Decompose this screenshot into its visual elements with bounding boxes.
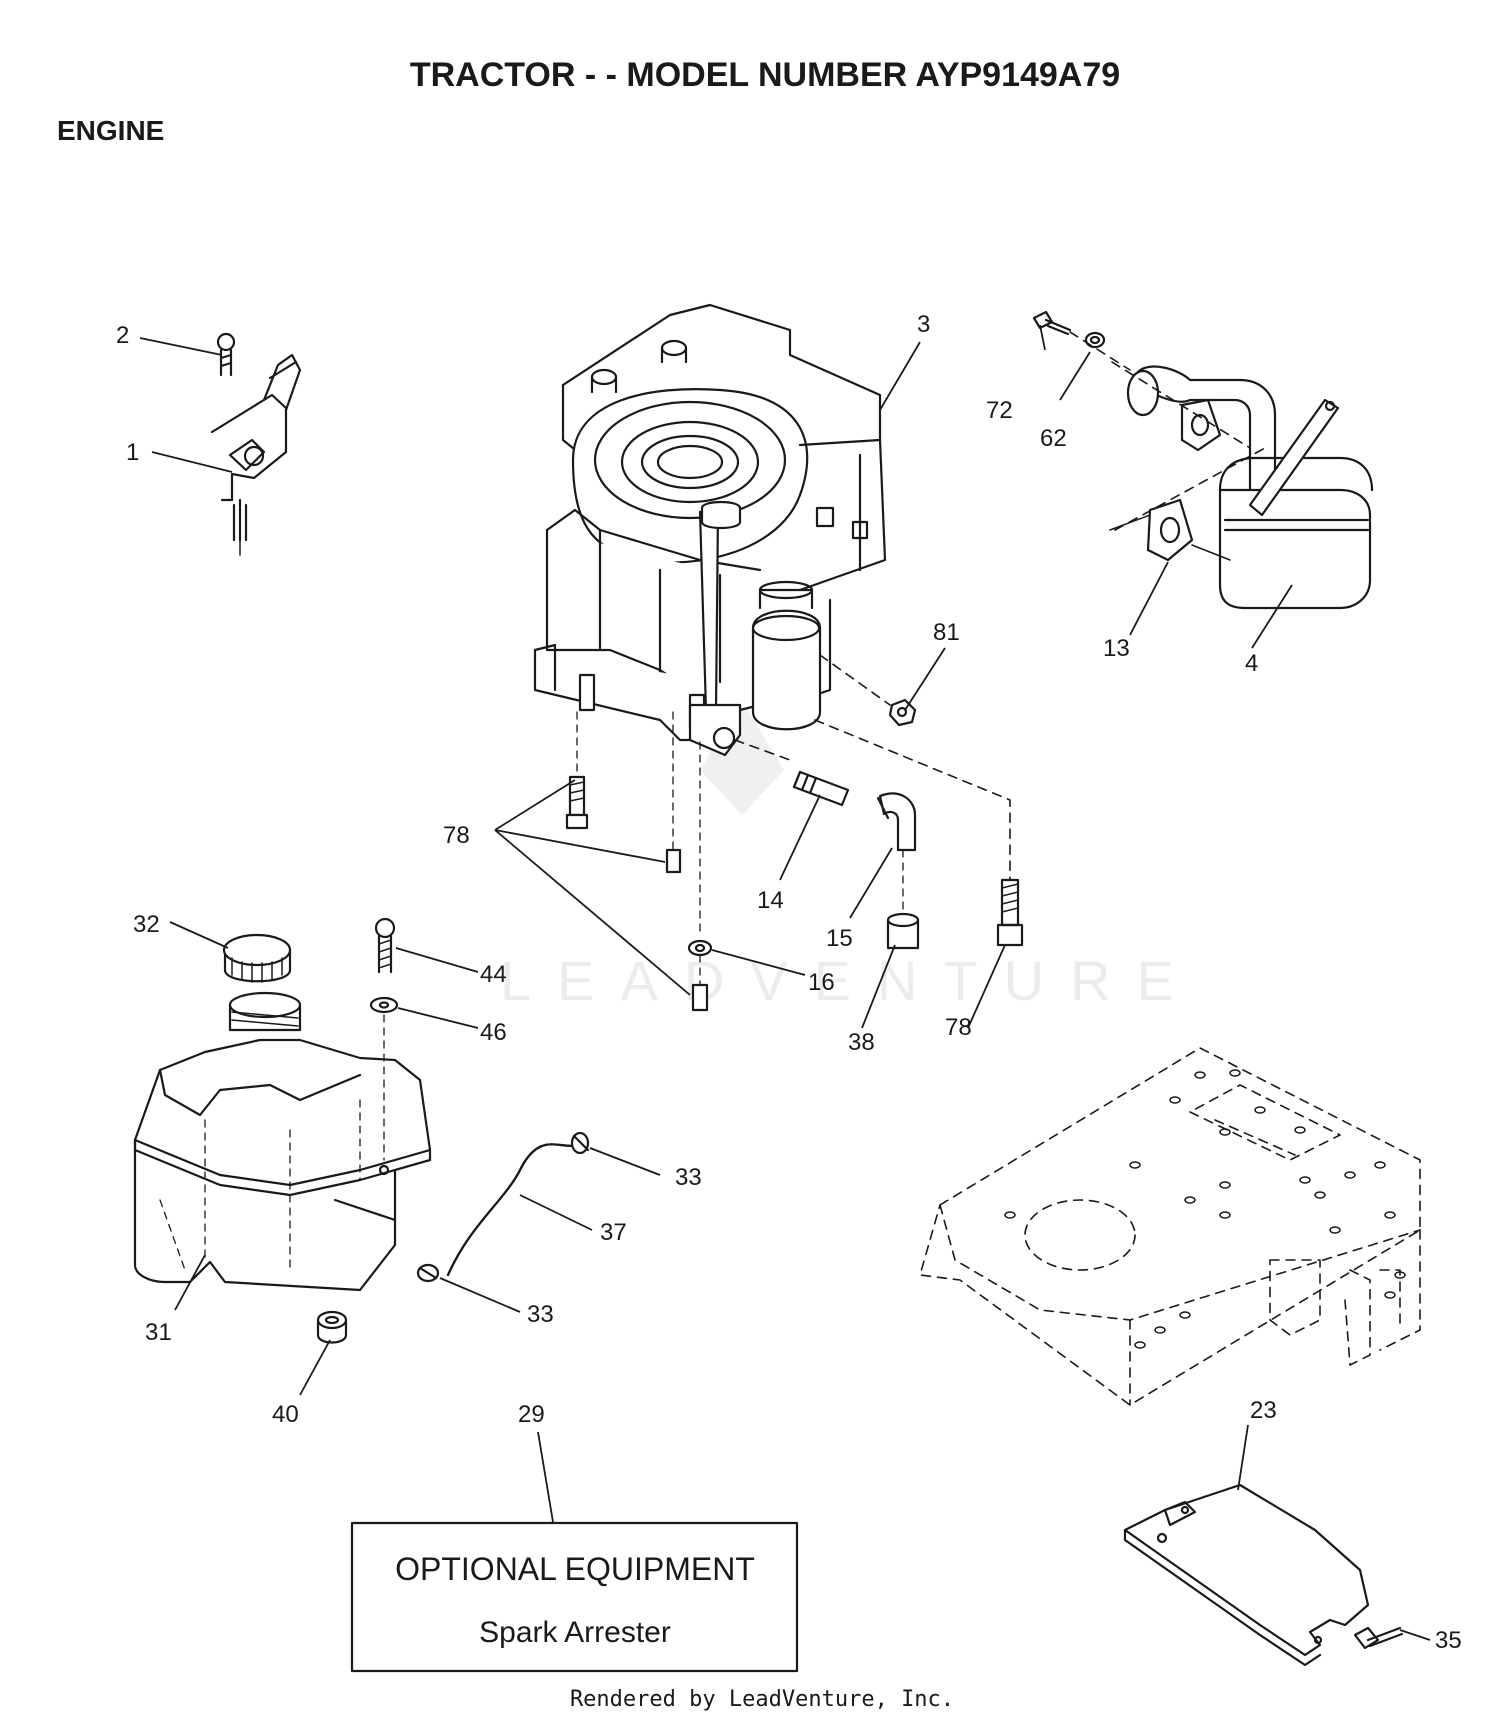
callout-29: 29 xyxy=(518,1401,545,1428)
callout-4: 4 xyxy=(1245,650,1258,677)
fuel-fittings xyxy=(565,654,1024,1012)
optional-equipment-title: OPTIONAL EQUIPMENT xyxy=(395,1551,755,1587)
callout-40: 40 xyxy=(272,1401,299,1428)
watermark-text: LEADVENTURE xyxy=(500,949,1200,1012)
fuel-tank xyxy=(133,917,432,1292)
heat-shield xyxy=(1123,1483,1404,1667)
callout-35: 35 xyxy=(1435,1627,1462,1654)
callout-44: 44 xyxy=(480,961,507,988)
optional-equipment-box: OPTIONAL EQUIPMENT Spark Arrester xyxy=(350,1521,799,1673)
callout-23: 23 xyxy=(1250,1397,1277,1424)
callout-33-bottom: 33 xyxy=(527,1301,554,1328)
fuel-line xyxy=(316,1131,590,1344)
engine-block xyxy=(533,303,887,757)
callout-33-top: 33 xyxy=(675,1164,702,1191)
callout-16: 16 xyxy=(808,969,835,996)
callout-3: 3 xyxy=(917,311,930,338)
page-title: TRACTOR - - MODEL NUMBER AYP9149A79 xyxy=(410,56,1120,94)
throttle-control xyxy=(210,332,302,556)
callout-72: 72 xyxy=(986,397,1013,424)
callout-81: 81 xyxy=(933,619,960,646)
callout-37: 37 xyxy=(600,1219,627,1246)
section-heading: ENGINE xyxy=(57,115,164,146)
callout-1: 1 xyxy=(126,439,139,466)
callout-14: 14 xyxy=(757,887,784,914)
callout-38: 38 xyxy=(848,1029,875,1056)
callout-13: 13 xyxy=(1103,635,1130,662)
tractor-frame xyxy=(919,1047,1421,1406)
optional-equipment-subtitle: Spark Arrester xyxy=(479,1616,671,1649)
callout-78-left: 78 xyxy=(443,822,470,849)
callout-31: 31 xyxy=(145,1319,172,1346)
callout-15: 15 xyxy=(826,925,853,952)
watermark: LEADVENTURE xyxy=(500,700,1200,1012)
callout-78-right: 78 xyxy=(945,1014,972,1041)
callout-46: 46 xyxy=(480,1019,507,1046)
footer-credit: Rendered by LeadVenture, Inc. xyxy=(570,1687,954,1712)
callout-leaders xyxy=(139,324,1431,1641)
callout-62: 62 xyxy=(1040,425,1067,452)
callout-labels: 2 1 3 72 62 13 4 81 78 14 15 16 38 78 32… xyxy=(116,311,1462,1654)
callout-32: 32 xyxy=(133,911,160,938)
callout-2: 2 xyxy=(116,322,129,349)
muffler-assembly xyxy=(1032,310,1374,610)
